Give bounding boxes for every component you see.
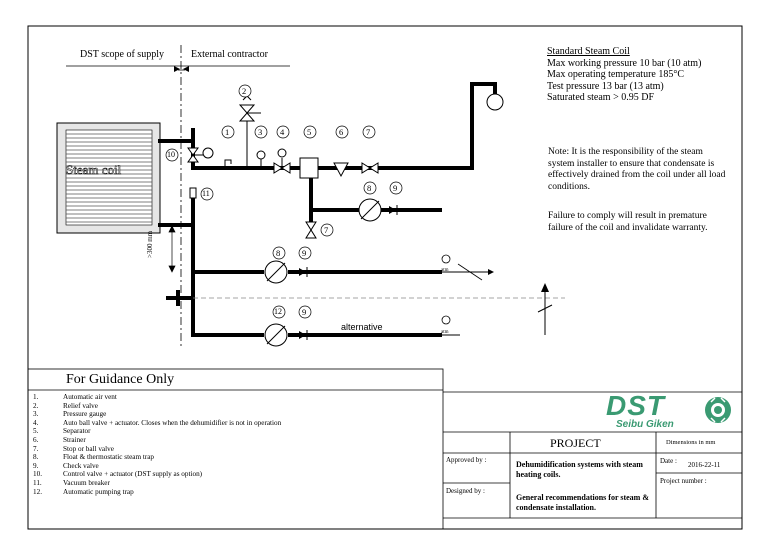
return-riser [537, 288, 553, 335]
legend-item: 5.Separator [33, 427, 91, 436]
date-label: Date : [660, 457, 677, 465]
warranty-note: Failure to comply will result in prematu… [548, 211, 708, 233]
legend-item: 1.Automatic air vent [33, 393, 117, 401]
atm-label-2: atm [441, 330, 449, 335]
steam-coil-label: Steam coil [66, 162, 122, 177]
callout-circles [165, 84, 403, 319]
legend-item: 6.Strainer [33, 435, 86, 444]
atm-vent-arrow [488, 269, 494, 275]
stop-valve-vertical [305, 221, 317, 239]
legend-item: 12.Automatic pumping trap [33, 487, 134, 496]
legend-item: 4.Auto ball valve + actuator. Closes whe… [33, 418, 282, 427]
auto-ball-valve [273, 148, 291, 174]
steam-trap-upper [358, 198, 382, 222]
logo-subtext: Seibu Giken [616, 419, 674, 430]
scope-arrow-right [183, 66, 189, 72]
callout-10: 10 [167, 150, 175, 159]
return-riser-arrow [541, 283, 549, 292]
legend-title: For Guidance Only [66, 372, 175, 387]
callout-9c: 9 [302, 307, 307, 317]
spec-line: Max operating temperature 185°C [547, 69, 685, 80]
drop-dimension-label: >300 mm [146, 230, 154, 258]
pumping-trap [264, 323, 288, 347]
supply-gauge [486, 93, 504, 111]
scope-arrow-left [174, 66, 180, 72]
callout-1: 1 [225, 127, 230, 137]
scope-left-label: DST scope of supply [80, 49, 164, 60]
callout-5: 5 [307, 127, 312, 137]
alternative-label: alternative [341, 322, 383, 332]
steam-coil [56, 122, 161, 234]
spec-line: Max working pressure 10 bar (10 atm) [547, 57, 702, 69]
steam-trap-lower [264, 260, 288, 284]
legend-list: 1.Automatic air vent 2.Relief valve 3.Pr… [33, 393, 281, 496]
date-value: 2016-22-11 [688, 461, 721, 469]
legend-item: 9.Check valve [33, 461, 99, 470]
designed-by-label: Designed by : [446, 487, 485, 495]
scope-right-label: External contractor [191, 49, 268, 60]
project-heading: PROJECT [550, 436, 601, 450]
callout-8b: 8 [276, 248, 281, 258]
spec-line: Test pressure 13 bar (13 atm) [547, 80, 664, 92]
responsibility-note: Note: It is the responsibility of the st… [548, 147, 726, 192]
spec-heading: Standard Steam Coil [547, 46, 630, 57]
strainer [333, 162, 349, 178]
legend-item: 10.Control valve + actuator (DST supply … [33, 470, 203, 479]
atm-gauges [441, 254, 483, 325]
drop-dimension [168, 225, 176, 273]
callout-4: 4 [280, 127, 285, 137]
callout-6: 6 [339, 127, 344, 137]
callout-11: 11 [202, 189, 210, 198]
legend-item: 11.Vacuum breaker [33, 478, 110, 487]
pressure-gauge [256, 150, 266, 168]
title-block-frame [443, 391, 742, 519]
legend-item: 8.Float & thermostatic steam trap [33, 453, 155, 462]
approved-by-label: Approved by : [446, 456, 487, 464]
spec-line: Saturated steam > 0.95 DF [547, 92, 655, 103]
separator [299, 157, 319, 179]
dimensions-note: Dimensions in mm [666, 439, 716, 446]
callout-12: 12 [274, 307, 282, 316]
drawing-title-1: Dehumidification systems with steam heat… [516, 460, 643, 479]
legend-item: 2.Relief valve [33, 401, 98, 410]
control-valve [187, 147, 214, 163]
callout-9b: 9 [302, 248, 307, 258]
legend-frame [27, 368, 444, 530]
dst-logo [705, 397, 731, 423]
callout-8a: 8 [367, 183, 372, 193]
callout-3: 3 [258, 127, 263, 137]
callout-7b: 7 [324, 225, 329, 235]
atm-label-1: atm [441, 268, 449, 273]
project-number-label: Project number : [660, 477, 707, 485]
check-valves [299, 205, 398, 340]
air-vent [224, 159, 232, 168]
callout-2: 2 [242, 86, 247, 96]
condensate-pipe [158, 190, 442, 337]
logo-text: DST [606, 390, 665, 421]
callout-7: 7 [366, 127, 371, 137]
spec-block: Standard Steam Coil Max working pressure… [547, 46, 701, 104]
stop-valve [361, 162, 379, 174]
vacuum-breaker [189, 187, 197, 199]
callout-9a: 9 [393, 183, 398, 193]
legend-item: 3.Pressure gauge [33, 410, 107, 419]
legend-item: 7.Stop or ball valve [33, 444, 114, 453]
drawing-title-2: General recommendations for steam & cond… [516, 493, 650, 512]
